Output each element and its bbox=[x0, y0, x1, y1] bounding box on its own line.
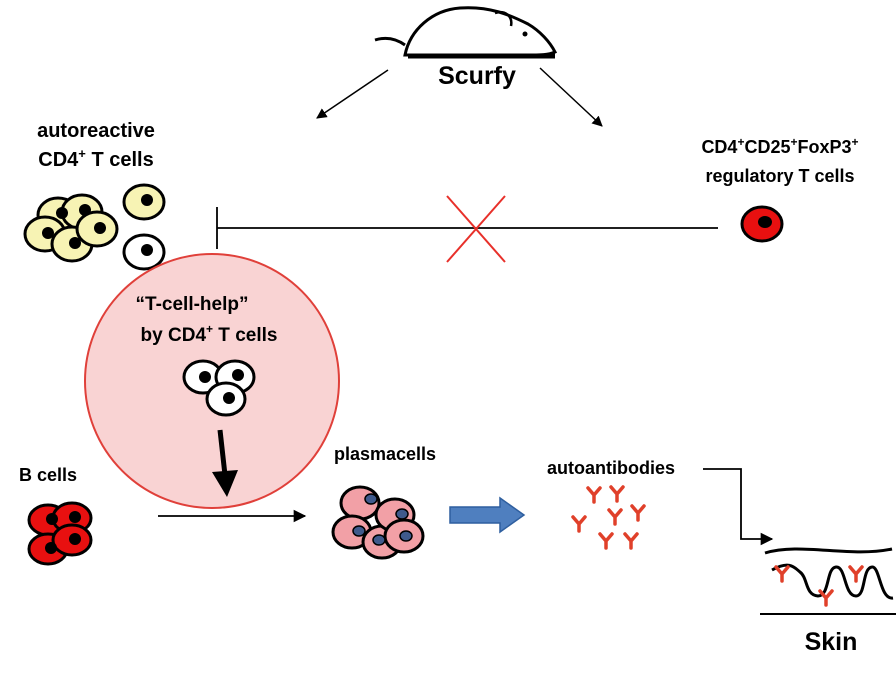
t-cell-help-label-line1: “T-cell-help” bbox=[136, 294, 249, 315]
autoreactive-cd4-cell-cluster bbox=[23, 183, 166, 271]
t-cell-help-label-line2: by CD4+ T cells bbox=[141, 322, 278, 346]
helper-t-cell-cluster bbox=[182, 359, 256, 417]
autoreactive-label-line1: autoreactive bbox=[37, 120, 155, 142]
arrow-to-autoreactive bbox=[316, 69, 389, 119]
arrow-to-treg bbox=[539, 67, 603, 127]
plasmacells-label: plasmacells bbox=[334, 444, 436, 464]
plasma-cell-cluster bbox=[331, 485, 425, 560]
b-cell-cluster bbox=[27, 501, 93, 566]
skin-label: Skin bbox=[805, 628, 858, 656]
skin-illustration bbox=[760, 547, 896, 615]
big-blue-arrow bbox=[449, 496, 526, 534]
mouse-icon bbox=[374, 6, 558, 59]
help-arrow bbox=[212, 429, 238, 497]
autoantibody-group bbox=[571, 485, 646, 550]
treg-cell bbox=[740, 205, 784, 243]
blocked-inhibition-x bbox=[446, 195, 506, 263]
scurfy-label: Scurfy bbox=[438, 62, 516, 90]
treg-label-line2: regulatory T cells bbox=[705, 166, 854, 186]
arrow-to-skin bbox=[703, 468, 774, 546]
b-cells-label: B cells bbox=[19, 465, 77, 485]
autoantibodies-label: autoantibodies bbox=[547, 458, 675, 478]
treg-label-line1: CD4+CD25+FoxP3+ bbox=[701, 135, 858, 157]
autoreactive-label-line2: CD4+ T cells bbox=[38, 146, 153, 171]
